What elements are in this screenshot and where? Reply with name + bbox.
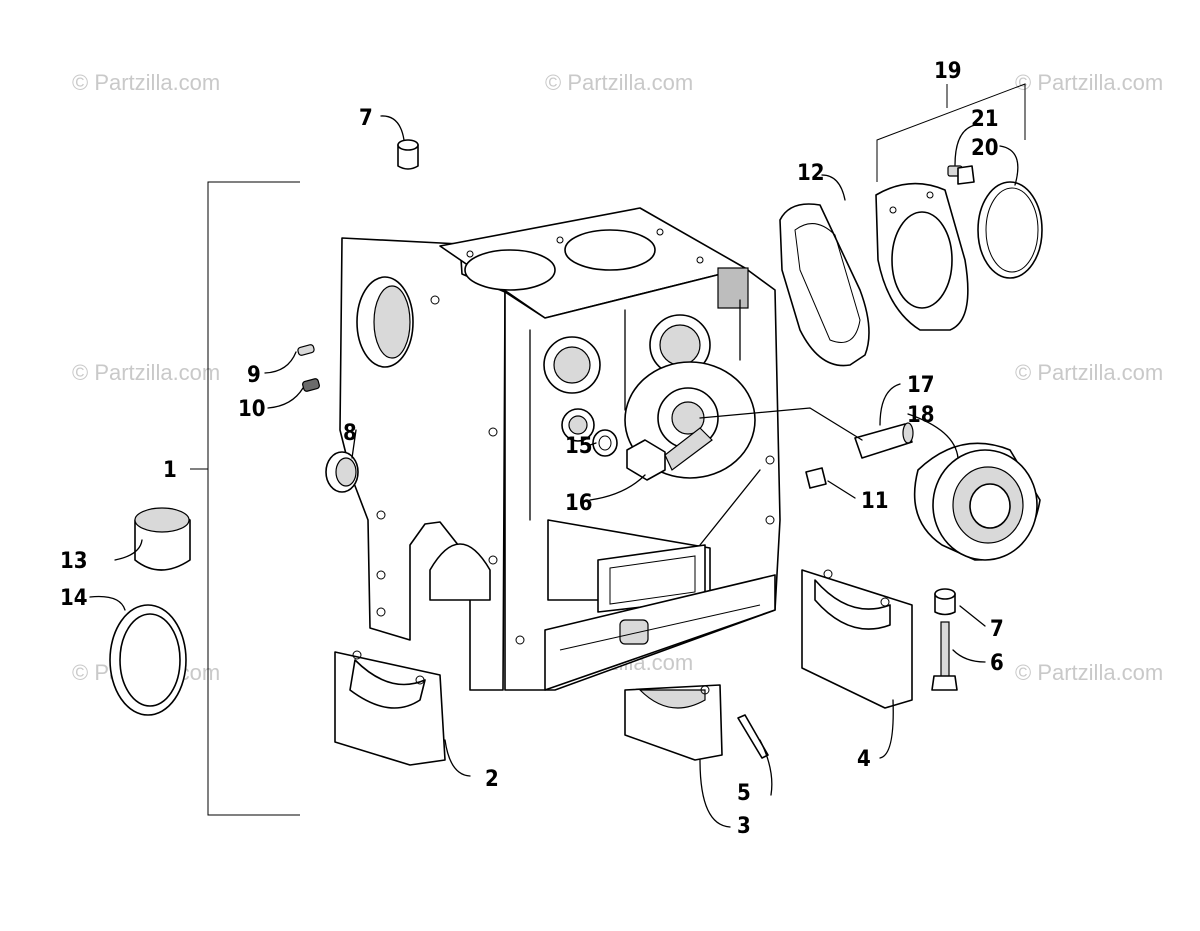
label-part-6: 6 [990, 651, 1004, 676]
bolt-6 [931, 621, 958, 691]
watermark: © Partzilla.com [72, 360, 220, 385]
pin-11 [805, 467, 827, 489]
drain-plug-16 [626, 427, 713, 481]
bolt-21 [947, 165, 975, 185]
label-part-11: 11 [861, 489, 889, 514]
key-5 [737, 714, 769, 759]
part-labels: 7 9 10 8 1 13 14 2 15 16 5 3 4 7 6 11 17… [60, 59, 1004, 839]
bushing-7-right [934, 588, 956, 616]
label-part-19: 19 [934, 59, 962, 84]
seal-8 [325, 451, 359, 493]
label-part-15: 15 [565, 434, 593, 459]
label-part-3: 3 [737, 814, 751, 839]
crankcase-block [339, 207, 781, 691]
fitting-17 [854, 422, 914, 459]
label-part-1: 1 [163, 458, 177, 483]
group-bracket-1 [190, 181, 300, 816]
label-part-13: 13 [60, 549, 88, 574]
bearing-cap-3 [624, 684, 723, 761]
label-part-7: 7 [359, 106, 373, 131]
gasket-12 [779, 203, 870, 367]
watermark: © Partzilla.com [1015, 360, 1163, 385]
bearing-cap-4 [801, 569, 913, 709]
thrust-washer-14 [109, 604, 187, 716]
label-part-17: 17 [907, 373, 935, 398]
group-bracket-19 [876, 83, 1026, 182]
watermark: © Partzilla.com [1015, 660, 1163, 685]
watermark: © Partzilla.com [545, 70, 693, 95]
label-part-7: 7 [990, 617, 1004, 642]
label-part-8: 8 [343, 421, 357, 446]
label-part-12: 12 [797, 161, 825, 186]
seal-20 [977, 181, 1043, 279]
label-part-20: 20 [971, 136, 999, 161]
label-part-14: 14 [60, 586, 88, 611]
label-part-2: 2 [485, 767, 499, 792]
bearing-cap-2 [334, 650, 446, 766]
oil-filter-18 [913, 442, 1041, 561]
label-part-10: 10 [238, 397, 266, 422]
watermark: © Partzilla.com [72, 70, 220, 95]
cover-19 [875, 182, 969, 331]
label-part-4: 4 [857, 747, 871, 772]
watermark: © Partzilla.com [1015, 70, 1163, 95]
pointer-line-17-18 [699, 407, 863, 441]
label-part-9: 9 [247, 363, 261, 388]
set-screw-10 [302, 378, 320, 392]
bushing-7-top [397, 139, 419, 170]
label-part-18: 18 [907, 403, 935, 428]
pin-9 [297, 344, 315, 356]
label-part-16: 16 [565, 491, 593, 516]
bushing-13 [134, 507, 191, 571]
leader-lines [89, 115, 1019, 828]
label-part-21: 21 [971, 107, 999, 132]
washer-15 [592, 429, 618, 457]
label-part-5: 5 [737, 781, 751, 806]
